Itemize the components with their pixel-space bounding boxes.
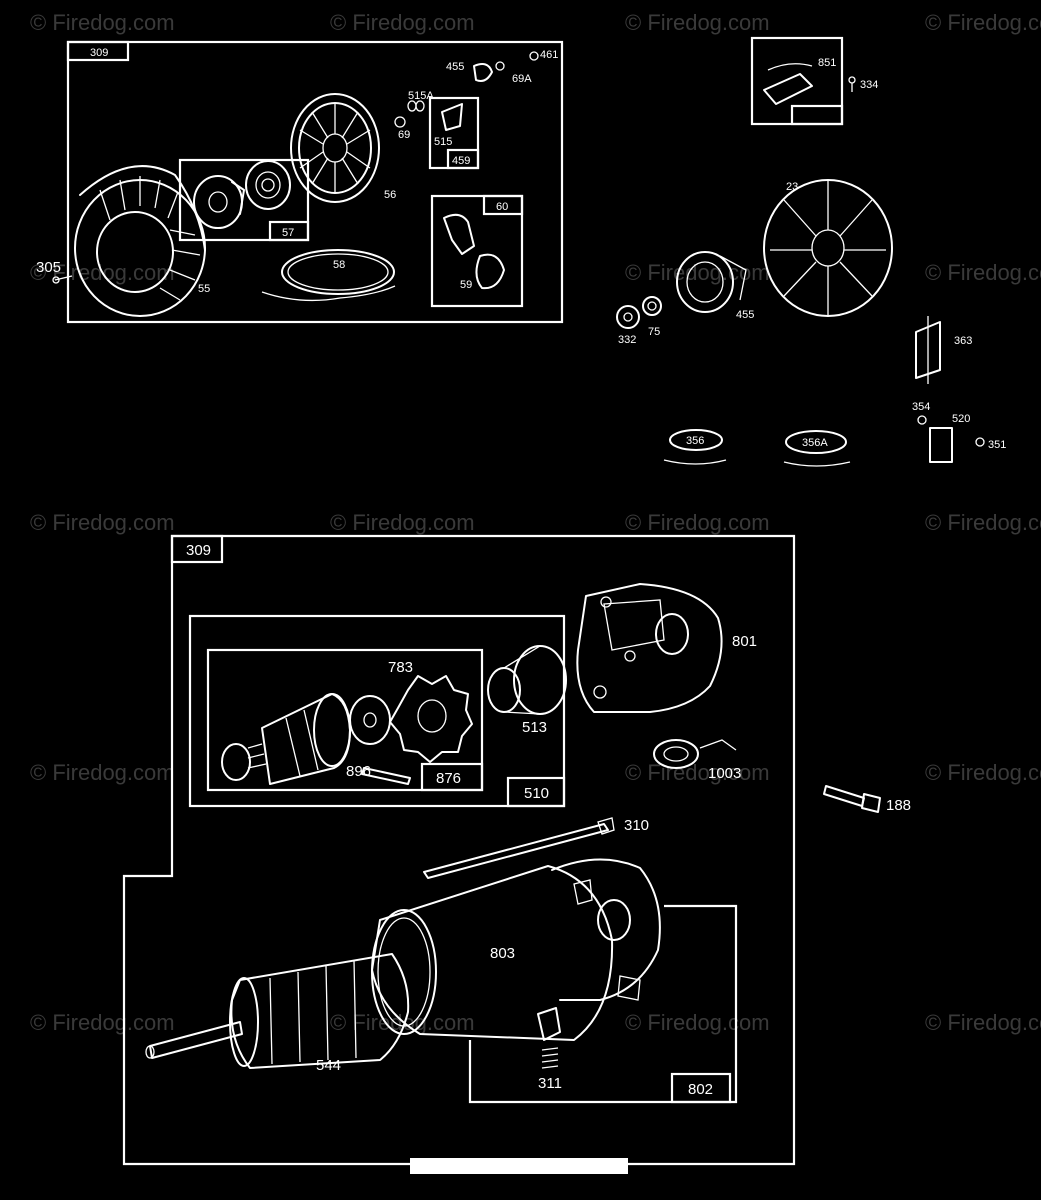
module-part-363 — [915, 321, 941, 379]
washer-part-75 — [642, 296, 662, 316]
group-box-309-top — [66, 40, 564, 324]
pin-part-896 — [361, 767, 411, 785]
part-520 — [929, 427, 953, 463]
sub-box-510 — [188, 614, 566, 808]
bolt-part-188 — [823, 785, 881, 813]
callout-461: 461 — [540, 49, 558, 61]
box-label-frame — [66, 40, 130, 62]
callout-356a: 356A — [802, 437, 828, 449]
callout-57: 57 — [282, 227, 294, 239]
electric-starter-group: 309 510 876 896 783 — [122, 534, 911, 1174]
sub-box-876 — [206, 648, 484, 792]
watermark: © Firedog.com — [625, 10, 770, 35]
callout-803: 803 — [490, 945, 515, 962]
callout-876: 876 — [436, 770, 461, 787]
watermark: © Firedog.com — [625, 1010, 770, 1035]
flywheel-part-23 — [763, 179, 893, 317]
watermark: © Firedog.com — [30, 760, 175, 785]
watermark: © Firedog.com — [330, 510, 475, 535]
group-box-309-bottom — [122, 534, 796, 1166]
callout-356: 356 — [686, 435, 704, 447]
watermark: © Firedog.com — [330, 10, 475, 35]
callout-513: 513 — [522, 719, 547, 736]
watermark: © Firedog.com — [30, 510, 175, 535]
callout-334: 334 — [860, 79, 878, 91]
bearing-part-513 — [487, 645, 567, 715]
watermark: © Firedog.com — [925, 1010, 1041, 1035]
callout-55: 55 — [198, 283, 210, 295]
callout-802: 802 — [688, 1081, 713, 1098]
sub-box-802 — [468, 904, 738, 1104]
callout-801: 801 — [732, 633, 757, 650]
sub-box-333 — [750, 36, 844, 126]
callout-363: 363 — [954, 335, 972, 347]
callout-544: 544 — [316, 1057, 341, 1074]
callout-455-right: 455 — [736, 309, 754, 321]
callout-783: 783 — [388, 659, 413, 676]
blower-housing-part-55 — [74, 165, 206, 317]
callout-510: 510 — [524, 785, 549, 802]
callout-69a: 69A — [512, 73, 532, 85]
end-cap-part-801 — [576, 583, 723, 713]
watermark: © Firedog.com — [925, 10, 1041, 35]
callout-520: 520 — [952, 413, 970, 425]
wire-part-356 — [663, 429, 727, 465]
drive-clutch-part — [221, 693, 351, 785]
watermark: © Firedog.com — [925, 260, 1041, 285]
spring-cup-part — [193, 160, 291, 229]
callout-351: 351 — [988, 439, 1006, 451]
callout-69: 69 — [398, 129, 410, 141]
watermark: © Firedog.com — [925, 510, 1041, 535]
callout-515: 515 — [434, 136, 452, 148]
wire-part-356a — [783, 430, 851, 467]
callout-23: 23 — [786, 181, 798, 193]
callout-459: 459 — [452, 155, 470, 167]
motor-housing-part-803 — [371, 865, 614, 1041]
flywheel-group: 851 334 23 455 332 75 363 354 520 — [616, 36, 1006, 467]
bottom-bar — [410, 1158, 628, 1174]
callout-310: 310 — [624, 817, 649, 834]
sub-box-60 — [430, 194, 524, 308]
callout-332: 332 — [618, 334, 636, 346]
callout-851: 851 — [818, 57, 836, 69]
callout-188: 188 — [886, 797, 911, 814]
washer-part — [349, 695, 391, 745]
armature-part-544 — [145, 953, 410, 1069]
starter-box-label: 309 — [186, 542, 211, 559]
watermark: © Firedog.com — [30, 1010, 175, 1035]
nut-part-332 — [616, 305, 640, 329]
box-label: 309 — [90, 47, 108, 59]
callout-60: 60 — [496, 201, 508, 213]
callout-515a: 515A — [408, 90, 434, 102]
rewind-starter-group: 309 305 55 57 — [36, 40, 564, 324]
pinion-gear-part-783 — [389, 675, 473, 763]
sub-box-57 — [178, 158, 310, 242]
callout-1003: 1003 — [708, 765, 741, 782]
callout-75: 75 — [648, 326, 660, 338]
starter-pulley-part-56 — [290, 93, 380, 203]
seal-part-1003 — [653, 739, 737, 769]
callout-354: 354 — [912, 401, 930, 413]
starter-rope-part-58 — [261, 249, 396, 302]
callout-59: 59 — [460, 279, 472, 291]
watermark: © Firedog.com — [925, 760, 1041, 785]
watermark-layer: © Firedog.com © Firedog.com © Firedog.co… — [30, 10, 1041, 1035]
brush-holder-part — [551, 858, 661, 1001]
callout-896: 896 — [346, 763, 371, 780]
watermark: © Firedog.com — [30, 10, 175, 35]
callout-455-top: 455 — [446, 61, 464, 73]
callout-311: 311 — [538, 1075, 562, 1092]
starter-cup-part-455 — [676, 251, 747, 313]
brush-part — [537, 1007, 561, 1041]
callout-305: 305 — [36, 259, 61, 276]
through-bolt-part-310 — [423, 817, 615, 879]
callout-58: 58 — [333, 259, 345, 271]
callout-56: 56 — [384, 189, 396, 201]
spring-part-311 — [541, 1047, 559, 1069]
watermark: © Firedog.com — [625, 510, 770, 535]
watermark: © Firedog.com — [625, 760, 770, 785]
